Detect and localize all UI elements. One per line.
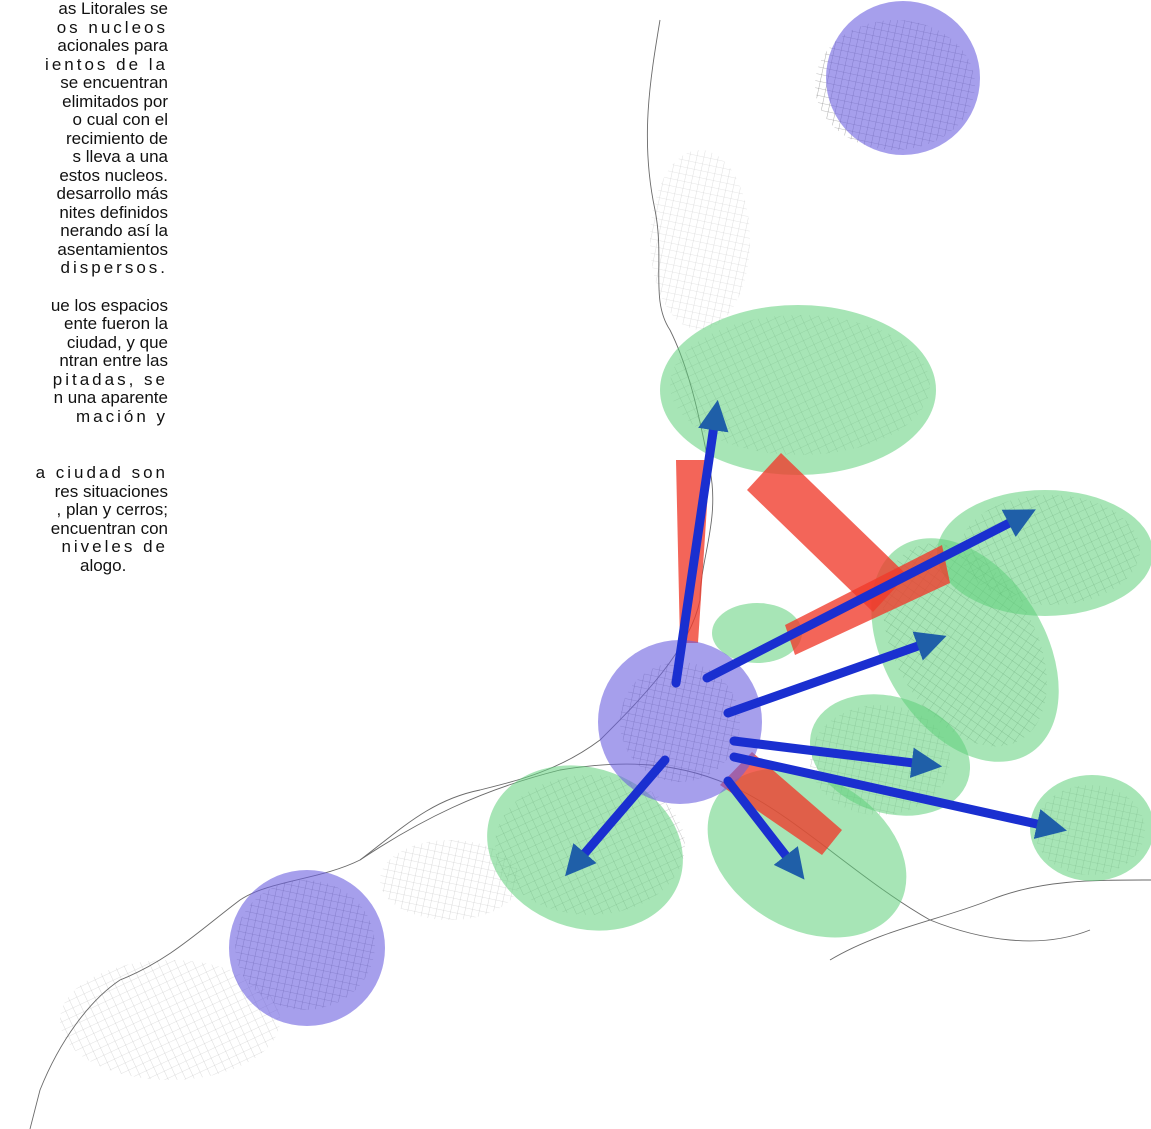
text-line: nites definidos bbox=[59, 202, 168, 222]
text-line: niveles de bbox=[61, 537, 168, 556]
text-line: pitadas, se bbox=[52, 369, 168, 389]
text-line: ente fueron la bbox=[64, 314, 168, 333]
arrow bbox=[729, 736, 943, 778]
text-line: ciudad, y que bbox=[66, 332, 168, 352]
text-line: n una aparente bbox=[53, 388, 168, 407]
text-line: ientos de la bbox=[45, 54, 168, 74]
text-line: recimiento de bbox=[65, 128, 168, 148]
centre-circle bbox=[598, 640, 762, 804]
urban-centres bbox=[229, 1, 980, 1026]
text-line: ue los espacios bbox=[50, 295, 168, 315]
hill-zones bbox=[487, 305, 1151, 938]
arrow bbox=[565, 755, 670, 877]
text-line: dispersos. bbox=[60, 258, 168, 277]
text-line: res situaciones bbox=[54, 481, 168, 501]
description-text: as Litorales se os nucleos acionales par… bbox=[0, 0, 168, 575]
growth-arrows bbox=[565, 399, 1067, 880]
red-strip bbox=[747, 453, 907, 612]
text-line: desarrollo más bbox=[56, 184, 169, 203]
paragraph-3: a ciudad son res situaciones , plan y ce… bbox=[0, 463, 169, 575]
text-line: alogo. bbox=[80, 555, 127, 575]
text-line: os nucleos bbox=[56, 17, 168, 37]
green-zone bbox=[707, 768, 907, 938]
text-line: encuentran con bbox=[50, 518, 168, 538]
text-line: elimitados por bbox=[62, 91, 168, 111]
arrow bbox=[723, 631, 947, 718]
text-line: se encuentran bbox=[60, 73, 168, 92]
text-line: s lleva a una bbox=[72, 147, 168, 166]
text-line: a ciudad son bbox=[35, 463, 168, 482]
arrow bbox=[671, 399, 729, 688]
text-line: asentamientos bbox=[57, 239, 168, 259]
paragraph-1: as Litorales se os nucleos acionales par… bbox=[0, 0, 168, 278]
green-zone bbox=[660, 305, 936, 475]
arrow bbox=[702, 509, 1036, 683]
text-line: estos nucleos. bbox=[59, 165, 168, 185]
green-zone bbox=[1030, 775, 1151, 881]
centre-circle bbox=[229, 870, 385, 1026]
arrow bbox=[729, 752, 1067, 839]
text-line: nerando así la bbox=[60, 221, 168, 240]
arrow bbox=[723, 776, 805, 880]
centre-circle bbox=[826, 1, 980, 155]
paragraph-2: ue los espacios ente fueron la ciudad, y… bbox=[0, 295, 168, 427]
green-zone bbox=[712, 603, 802, 663]
text-line: mación y bbox=[75, 406, 168, 426]
text-line: as Litorales se bbox=[58, 0, 168, 18]
text-line: , plan y cerros; bbox=[56, 500, 169, 519]
text-line: acionales para bbox=[57, 36, 168, 55]
red-strip bbox=[720, 752, 842, 855]
text-line: o cual con el bbox=[72, 110, 168, 129]
text-line: ntran entre las bbox=[59, 351, 168, 370]
